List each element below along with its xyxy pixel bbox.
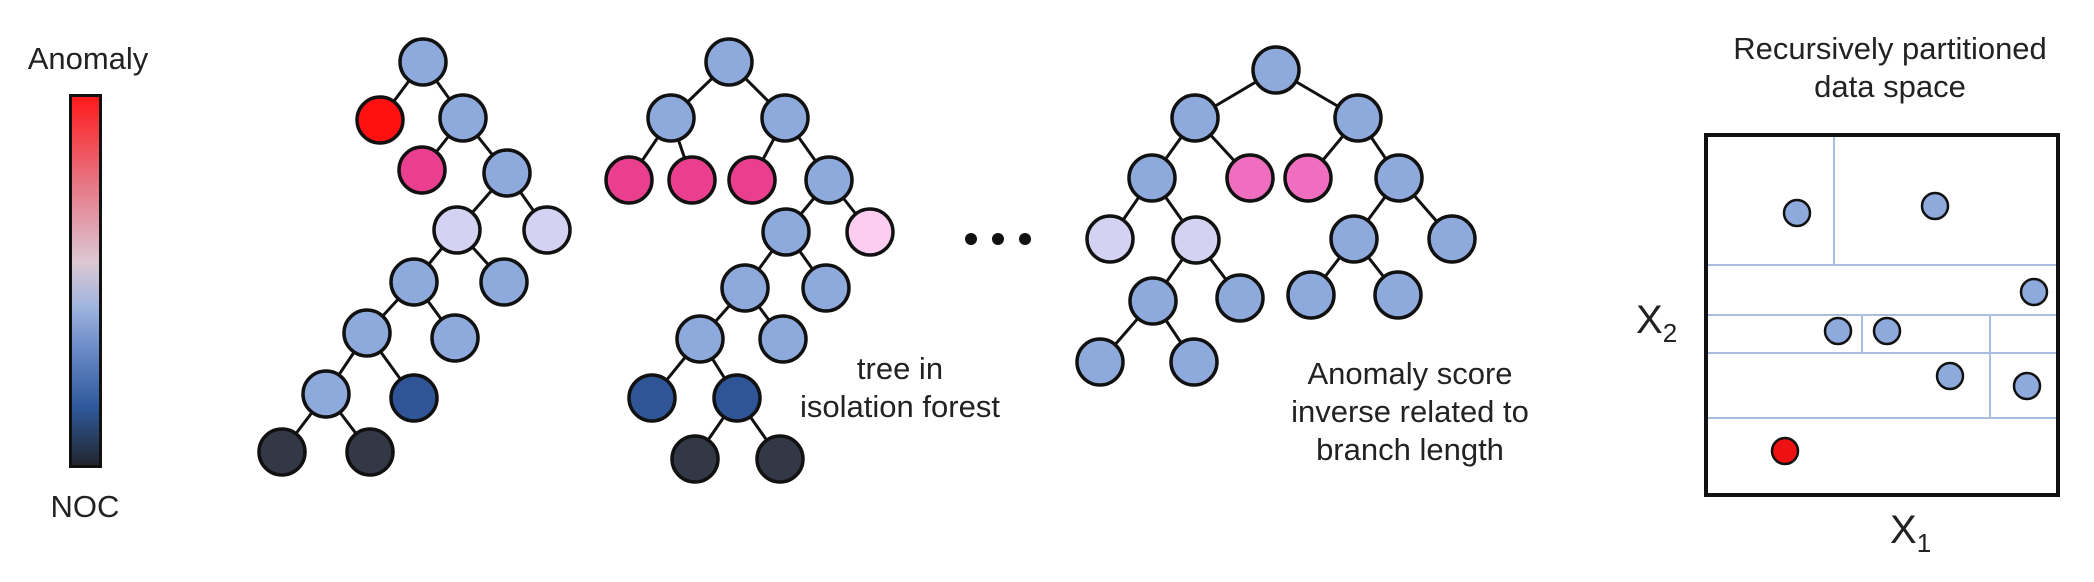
tree-2-node — [667, 155, 717, 205]
tree-2-node — [758, 314, 808, 364]
tree-2-node — [755, 434, 805, 484]
anomaly-score-note: Anomaly score inverse related to branch … — [1260, 355, 1560, 469]
tree-3-node — [1286, 270, 1336, 320]
anomaly-colorbar — [69, 94, 102, 468]
tree-3-node — [1251, 45, 1301, 95]
tree-2-node — [670, 434, 720, 484]
y-axis-var: X — [1636, 298, 1663, 342]
tree-2-node — [727, 155, 777, 205]
partition-title-line-1: Recursively partitioned — [1733, 31, 2047, 66]
anomaly-data-point — [1770, 436, 1800, 466]
tree-3-node — [1171, 215, 1221, 265]
tree-3-node — [1333, 93, 1383, 143]
ellipsis-icon — [965, 233, 1031, 245]
tree-3-node — [1329, 214, 1379, 264]
tree-2-node — [845, 207, 895, 257]
data-point — [1920, 191, 1950, 221]
tree-1-node — [398, 37, 448, 87]
data-space-frame — [1704, 133, 2060, 497]
tree-3-node — [1225, 153, 1275, 203]
x-axis-label: X1 — [1890, 508, 1931, 559]
tree-3-node — [1169, 337, 1219, 387]
x-axis-subscript: 1 — [1916, 528, 1932, 558]
tree-1-node — [482, 148, 532, 198]
y-axis-label: X2 — [1636, 298, 1677, 349]
tree-1-node — [397, 145, 447, 195]
partition-title-line-2: data space — [1814, 69, 1966, 104]
data-point — [1872, 316, 1902, 346]
partition-split-lines — [1706, 135, 2058, 419]
tree-2-node — [627, 373, 677, 423]
tree-2-node — [804, 155, 854, 205]
tree-1-node — [522, 205, 572, 255]
tree-3-node — [1374, 153, 1424, 203]
colorbar-bottom-label: NOC — [50, 489, 120, 524]
tree-3-node — [1215, 273, 1265, 323]
tree-3-node — [1170, 93, 1220, 143]
data-point — [1823, 316, 1853, 346]
tree-1-node — [432, 205, 482, 255]
y-axis-subscript: 2 — [1662, 318, 1678, 348]
tree-1-node — [342, 308, 392, 358]
tree-3-node — [1427, 214, 1477, 264]
tree-2-node — [646, 93, 696, 143]
colorbar-top-label: Anomaly — [27, 41, 149, 76]
tree-2-node — [801, 263, 851, 313]
tree-2-node — [712, 373, 762, 423]
tree-1-node — [479, 257, 529, 307]
score-note-line-2: inverse related to — [1291, 394, 1529, 429]
tree-caption-line-2: isolation forest — [800, 389, 1000, 424]
data-point — [2019, 277, 2049, 307]
tree-2-node — [761, 207, 811, 257]
tree-3-node — [1127, 153, 1177, 203]
x-axis-var: X — [1890, 508, 1917, 552]
tree-1-node — [389, 373, 439, 423]
tree-nodes — [257, 37, 1477, 484]
tree-3-node — [1085, 214, 1135, 264]
tree-2-node — [675, 314, 725, 364]
tree-1-node — [389, 257, 439, 307]
data-point — [1935, 361, 1965, 391]
tree-caption-line-1: tree in — [856, 351, 944, 386]
tree-1-node — [438, 93, 488, 143]
tree-3-node — [1373, 270, 1423, 320]
tree-1-node — [345, 427, 395, 477]
data-points — [1770, 191, 2049, 466]
partitioned-data-space — [1704, 133, 2060, 497]
tree-1-node — [355, 95, 405, 145]
score-note-line-1: Anomaly score — [1307, 356, 1513, 391]
partition-panel-title: Recursively partitioned data space — [1700, 30, 2080, 106]
tree-caption: tree in isolation forest — [760, 350, 1040, 426]
tree-3-node — [1075, 337, 1125, 387]
tree-1-node — [430, 313, 480, 363]
score-note-line-3: branch length — [1316, 432, 1504, 467]
tree-2-node — [704, 37, 754, 87]
tree-3-node — [1128, 276, 1178, 326]
tree-1-node — [257, 427, 307, 477]
tree-2-node — [760, 93, 810, 143]
tree-2-node — [720, 263, 770, 313]
tree-2-node — [604, 155, 654, 205]
data-point — [1782, 198, 1812, 228]
data-point — [2012, 371, 2042, 401]
tree-3-node — [1283, 153, 1333, 203]
tree-1-node — [301, 369, 351, 419]
